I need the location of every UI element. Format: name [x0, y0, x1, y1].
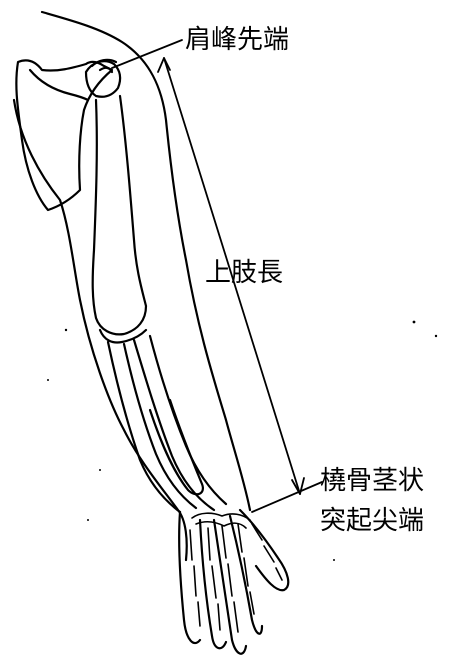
label-radial-styloid-line2: 突起尖端	[320, 506, 424, 536]
acromion-leader-line	[112, 40, 182, 68]
scapula-ridge	[30, 70, 88, 100]
label-upper-limb-length: 上肢長	[205, 258, 283, 288]
label-radial-styloid-line1: 橈骨茎状	[320, 466, 424, 496]
ulna	[134, 336, 226, 510]
radial-styloid-leader-line	[252, 482, 322, 512]
humerus	[93, 96, 146, 334]
label-acromion-tip: 肩峰先端	[185, 25, 289, 55]
